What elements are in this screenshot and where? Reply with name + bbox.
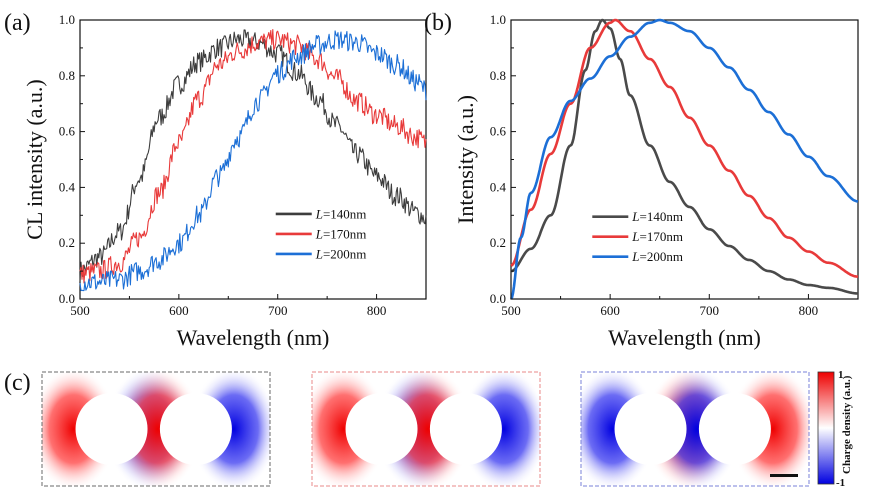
map-frame <box>311 371 541 487</box>
x-tick-label: 600 <box>169 303 189 318</box>
charge-map-3 <box>580 371 810 487</box>
particle-disk <box>429 393 502 465</box>
panel-label-a: (a) <box>4 10 31 36</box>
y-tick-label: 0.0 <box>59 291 75 306</box>
y-axis-title: CL intensity (a.u.) <box>22 79 47 240</box>
particle-disk <box>159 393 232 465</box>
legend-label: L=140nm <box>631 209 683 224</box>
map-frame <box>580 371 810 487</box>
scale-bar <box>770 474 798 477</box>
y-tick-label: 0.4 <box>59 179 76 194</box>
series-line-b-3 <box>509 18 859 300</box>
colorbar-gradient <box>817 371 835 485</box>
panel-label-b: (b) <box>424 10 452 36</box>
plot-frame-b <box>510 19 859 300</box>
x-axis-title: Wavelength (nm) <box>608 325 761 350</box>
y-tick-label: 0.2 <box>490 235 506 250</box>
series-line-a-2 <box>79 29 427 284</box>
map-frame <box>41 371 271 487</box>
x-axis-title: Wavelength (nm) <box>177 325 330 350</box>
y-tick-label: 0.8 <box>59 68 75 83</box>
y-tick-label: 0.2 <box>59 235 75 250</box>
y-tick-label: 1.0 <box>59 12 75 27</box>
charge-density-maps <box>41 371 810 487</box>
particle-disk <box>75 393 148 465</box>
colorbar-max-label: 1 <box>838 369 844 381</box>
charge-map-2 <box>311 371 541 487</box>
y-tick-label: 0.6 <box>59 124 76 139</box>
plot-frame-a <box>79 19 427 300</box>
legend-label: L=170nm <box>315 226 367 241</box>
legend-label: L=200nm <box>631 249 683 264</box>
y-tick-label: 0.8 <box>490 68 506 83</box>
y-axis-title: Intensity (a.u.) <box>453 95 478 224</box>
x-tick-label: 700 <box>700 303 720 318</box>
series-line-a-1 <box>79 29 427 282</box>
particle-disk <box>345 393 418 465</box>
series-line-a-3 <box>79 30 427 292</box>
y-tick-label: 1.0 <box>490 12 506 27</box>
y-tick-label: 0.4 <box>490 179 507 194</box>
x-tick-label: 600 <box>600 303 620 318</box>
particle-disk <box>614 393 687 465</box>
legend-label: L=200nm <box>315 246 367 261</box>
series-line-b-1 <box>510 18 859 295</box>
x-tick-label: 500 <box>501 303 521 318</box>
charge-map-1 <box>41 371 271 487</box>
legend-label: L=140nm <box>315 206 367 221</box>
colorbar-title: Charge density (a.u.) <box>841 375 853 474</box>
chart-b: 500 600 700 800 0.0 0.2 0.4 0.6 0.8 1.0Wavelength… <box>453 12 859 350</box>
x-tick-label: 800 <box>367 303 387 318</box>
y-tick-label: 0.6 <box>490 124 507 139</box>
series-line-b-2 <box>510 18 859 278</box>
colorbar: 1 -1 Charge density (a.u.) <box>817 369 853 489</box>
particle-disk <box>698 393 771 465</box>
x-tick-label: 700 <box>268 303 288 318</box>
colorbar-min-label: -1 <box>836 477 845 489</box>
chart-a: 500 600 700 800 0.0 0.2 0.4 0.6 0.8 1.0Wavelength… <box>22 12 427 350</box>
x-tick-label: 500 <box>70 303 90 318</box>
y-tick-label: 0.0 <box>490 291 506 306</box>
legend-label: L=170nm <box>631 229 683 244</box>
panel-label-c: (c) <box>4 370 31 396</box>
x-tick-label: 800 <box>799 303 819 318</box>
